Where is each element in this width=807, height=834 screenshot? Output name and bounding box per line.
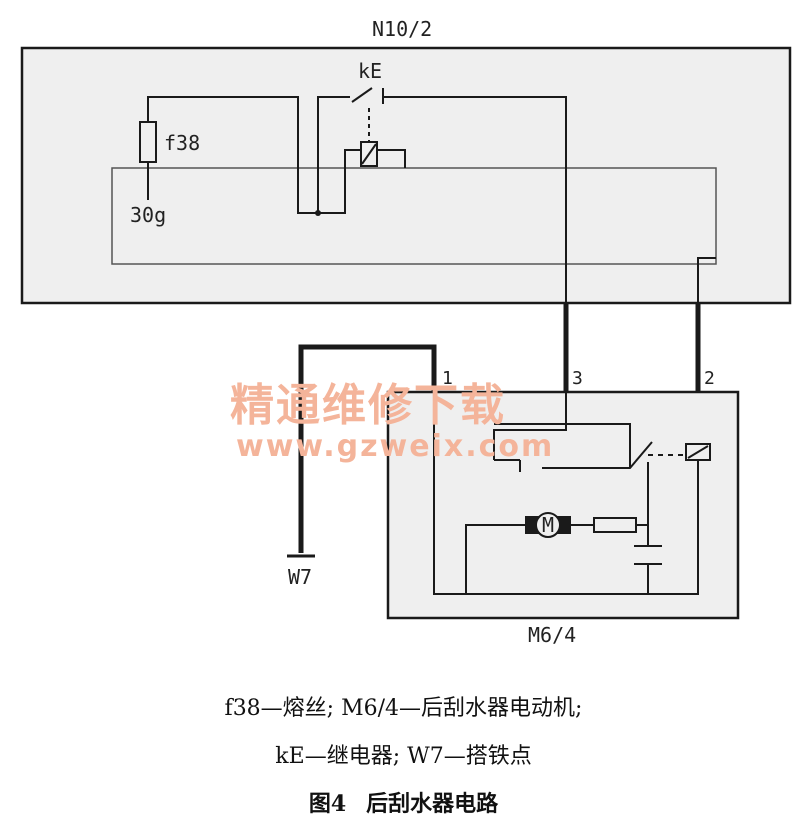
figure-number: 图4 bbox=[308, 791, 347, 817]
motor-symbol bbox=[535, 512, 561, 538]
module-n10-inner-board bbox=[111, 167, 717, 265]
watermark-url: www.gzweix.com bbox=[236, 429, 554, 464]
fuse-f38-label: f38 bbox=[164, 131, 200, 155]
fuse-f38-symbol bbox=[139, 121, 157, 163]
watermark-title: 精通维修下载 bbox=[230, 380, 506, 431]
motor-circuit bbox=[433, 392, 699, 595]
relay-ke-label: kE bbox=[358, 59, 382, 83]
caption-legend-line1: f38—熔丝; M6/4—后刮水器电动机; bbox=[224, 696, 583, 721]
junction-dot bbox=[315, 210, 321, 216]
pin-1-label: 1 bbox=[442, 368, 453, 389]
relay-ke-symbol bbox=[351, 87, 384, 167]
caption-legend-line2: kE—继电器; W7—搭铁点 bbox=[275, 744, 532, 769]
figure-caption: 图4 后刮水器电路 bbox=[0, 786, 807, 818]
harness-wires bbox=[298, 303, 701, 553]
ground-w7-label: W7 bbox=[288, 565, 312, 589]
module-n10-label: N10/2 bbox=[372, 17, 432, 41]
pin-3-label: 3 bbox=[572, 368, 583, 389]
module-m64-label: M6/4 bbox=[528, 623, 576, 647]
resistor-symbol bbox=[593, 517, 637, 533]
fuse-circuit bbox=[147, 96, 567, 303]
pin-2-label: 2 bbox=[704, 368, 715, 389]
figure-title: 后刮水器电路 bbox=[366, 791, 499, 817]
motor-relay-coil-slash bbox=[687, 445, 709, 459]
wire-pin2-inner bbox=[697, 257, 716, 303]
motor-label: M bbox=[542, 513, 554, 537]
terminal-30g-label: 30g bbox=[130, 203, 166, 227]
